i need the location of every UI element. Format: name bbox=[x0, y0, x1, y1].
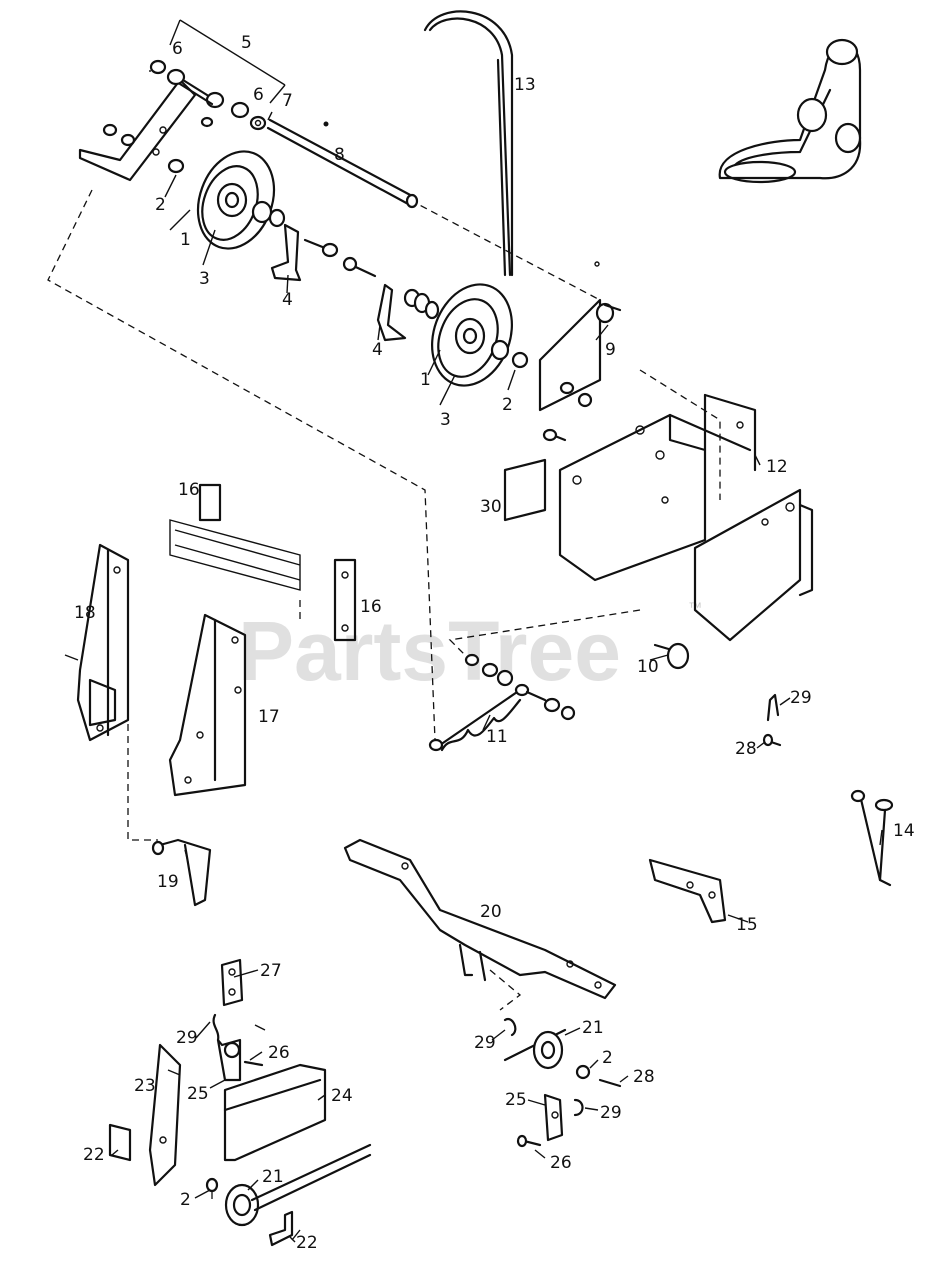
watermark: PartsTree ™ bbox=[238, 599, 702, 698]
callout-21b: 21 bbox=[582, 1018, 604, 1038]
part-25-clevis-left bbox=[216, 1038, 242, 1082]
callout-12: 12 bbox=[766, 457, 788, 477]
lower-left-assembly bbox=[108, 958, 372, 1247]
washers-lower bbox=[403, 288, 440, 320]
part-30-pad bbox=[503, 458, 547, 522]
part-13-belt bbox=[423, 10, 514, 277]
part-12-mount-box bbox=[542, 393, 814, 642]
part-5-idler-bracket bbox=[78, 19, 286, 182]
callout-6a: 6 bbox=[172, 39, 183, 59]
callout-30: 30 bbox=[480, 497, 502, 517]
callout-16a: 16 bbox=[178, 480, 200, 500]
callout-28a: 28 bbox=[735, 739, 757, 759]
callout-29a: 29 bbox=[790, 688, 812, 708]
callout-7: 7 bbox=[282, 91, 293, 111]
part-29-pin-a bbox=[503, 1017, 517, 1037]
watermark-text: PartsTree bbox=[238, 604, 621, 698]
leader-lines bbox=[111, 111, 883, 1243]
part-17-plate bbox=[168, 613, 247, 797]
callout-1b: 1 bbox=[420, 370, 431, 390]
callout-29c: 29 bbox=[474, 1033, 496, 1053]
part-14-rod bbox=[850, 789, 894, 887]
callout-13: 13 bbox=[514, 75, 536, 95]
callout-4a: 4 bbox=[282, 290, 293, 310]
callout-27: 27 bbox=[260, 961, 282, 981]
callout-25b: 25 bbox=[505, 1090, 527, 1110]
part-8-shaft bbox=[266, 118, 419, 209]
lower-right-assembly bbox=[503, 1017, 622, 1148]
callout-25a: 25 bbox=[187, 1084, 209, 1104]
callout-26b: 26 bbox=[550, 1153, 572, 1173]
callout-22a: 22 bbox=[83, 1145, 105, 1165]
callout-2b: 2 bbox=[502, 395, 513, 415]
callout-9: 9 bbox=[605, 340, 616, 360]
callout-6b: 6 bbox=[253, 85, 264, 105]
callout-8: 8 bbox=[334, 145, 345, 165]
callout-5: 5 bbox=[241, 33, 252, 53]
callout-1a: 1 bbox=[180, 230, 191, 250]
callout-2d: 2 bbox=[602, 1048, 613, 1068]
callout-10: 10 bbox=[637, 657, 659, 677]
callout-28b: 28 bbox=[633, 1067, 655, 1087]
part-22-clip-left bbox=[108, 1123, 132, 1162]
callout-26a: 26 bbox=[268, 1043, 290, 1063]
parts-28-29-right bbox=[762, 693, 782, 747]
part-1-pulley-upper bbox=[196, 150, 286, 250]
part-23-plate bbox=[148, 1043, 182, 1187]
part-11-spring bbox=[428, 653, 576, 752]
part-25-clevis-right bbox=[543, 1093, 564, 1142]
part-22-clip-right bbox=[268, 1210, 294, 1247]
callout-3a: 3 bbox=[199, 269, 210, 289]
bolts-middle bbox=[303, 238, 377, 278]
callout-labels: 6 5 6 7 8 2 1 3 4 4 13 1 3 2 9 12 30 16 … bbox=[74, 33, 915, 1253]
part-20-arm bbox=[343, 838, 617, 1000]
callout-4b: 4 bbox=[372, 340, 383, 360]
callout-29b: 29 bbox=[176, 1028, 198, 1048]
part-4-bracket-upper bbox=[270, 223, 302, 282]
callout-22b: 22 bbox=[296, 1233, 318, 1253]
callout-3b: 3 bbox=[440, 410, 451, 430]
belt-routing-inset bbox=[718, 38, 862, 184]
part-10-knob bbox=[653, 642, 690, 670]
callout-18: 18 bbox=[74, 603, 96, 623]
callout-14: 14 bbox=[893, 821, 915, 841]
part-24-bracket bbox=[223, 1063, 327, 1162]
callout-29d: 29 bbox=[600, 1103, 622, 1123]
part-21-pulley-right bbox=[532, 1030, 564, 1070]
callout-21a: 21 bbox=[262, 1167, 284, 1187]
callout-17: 17 bbox=[258, 707, 280, 727]
part-16-plates bbox=[169, 483, 357, 642]
part-19-rod bbox=[151, 838, 212, 907]
callout-15: 15 bbox=[736, 915, 758, 935]
part-18-plate bbox=[64, 543, 130, 742]
callout-20: 20 bbox=[480, 902, 502, 922]
callout-11: 11 bbox=[486, 727, 508, 747]
part-27-link bbox=[220, 958, 244, 1007]
part-9-plate bbox=[538, 261, 622, 412]
callout-2a: 2 bbox=[155, 195, 166, 215]
callout-23: 23 bbox=[134, 1076, 156, 1096]
callout-24: 24 bbox=[331, 1086, 353, 1106]
part-21-pulley-left bbox=[224, 1183, 260, 1227]
callout-2c: 2 bbox=[180, 1190, 191, 1210]
part-1-pulley-lower bbox=[431, 283, 529, 387]
callout-16b: 16 bbox=[360, 597, 382, 617]
part-4-bracket-lower bbox=[376, 283, 407, 342]
fasteners-top-left bbox=[102, 59, 267, 174]
part-15-bracket bbox=[648, 858, 727, 924]
callout-19: 19 bbox=[157, 872, 179, 892]
